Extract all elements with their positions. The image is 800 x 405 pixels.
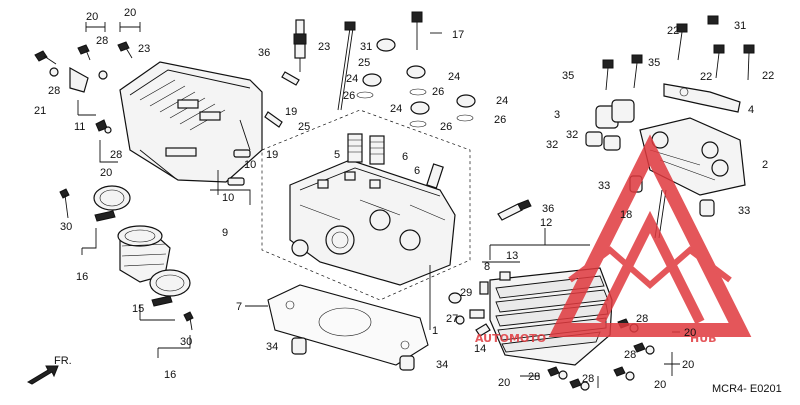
callout-label: 36 xyxy=(258,47,270,59)
watermark-brand-right: HUB xyxy=(690,332,717,345)
spark-plug-left xyxy=(293,19,307,72)
callout-label: 20 xyxy=(498,377,510,389)
watermark-brand-left: AUTOMOTO xyxy=(475,332,546,345)
rocker-arm xyxy=(663,83,741,113)
callout-label: 30 xyxy=(60,221,72,233)
callout-label: 2 xyxy=(762,159,768,171)
callout-label: 29 xyxy=(460,287,472,299)
callout-labels: 20 20 28 23 28 21 11 28 20 30 16 15 30 1… xyxy=(34,7,782,395)
callout-label: 22 xyxy=(667,25,679,37)
callout-label: 20 xyxy=(684,327,696,339)
callout-label: 14 xyxy=(474,343,486,355)
callout-label: 6 xyxy=(402,151,408,163)
callout-label: 24 xyxy=(390,103,402,115)
callout-label: 6 xyxy=(414,165,420,177)
callout-label: 31 xyxy=(734,20,746,32)
head-gasket xyxy=(245,284,429,366)
callout-label: 4 xyxy=(748,104,754,116)
cover-bolts-group xyxy=(34,41,133,134)
callout-label: 26 xyxy=(440,121,452,133)
callout-label: 16 xyxy=(76,271,88,283)
callout-label: 19 xyxy=(266,149,278,161)
callout-label: 33 xyxy=(738,205,750,217)
callout-label: 28 xyxy=(636,313,648,325)
cylinder-head-cover xyxy=(119,61,263,183)
callout-label: 13 xyxy=(506,250,518,262)
callout-label: 28 xyxy=(48,85,60,97)
diagram-code: MCR4- E0201 xyxy=(712,383,782,395)
callout-label: 34 xyxy=(266,341,278,353)
callout-label: 22 xyxy=(700,71,712,83)
callout-label: 25 xyxy=(358,57,370,69)
callout-label: 35 xyxy=(648,57,660,69)
stud-bolt-long xyxy=(337,21,356,111)
callout-label: 20 xyxy=(124,7,136,19)
callout-label: 5 xyxy=(334,149,340,161)
callout-label: 26 xyxy=(343,90,355,102)
small-plugs xyxy=(227,71,300,186)
collars xyxy=(585,99,715,217)
callout-label: 20 xyxy=(86,11,98,23)
callout-label: 16 xyxy=(164,369,176,381)
callout-label: 8 xyxy=(484,261,490,273)
callout-label: 25 xyxy=(298,121,310,133)
callout-label: 28 xyxy=(528,371,540,383)
callout-label: 30 xyxy=(180,336,192,348)
spark-plug-right xyxy=(497,199,532,221)
direction-label: FR. xyxy=(54,355,72,367)
small-parts-bottom-right xyxy=(448,271,511,337)
callout-label: 32 xyxy=(546,139,558,151)
callout-label: 28 xyxy=(582,373,594,385)
callout-label: 7 xyxy=(236,301,242,313)
callout-label: 34 xyxy=(436,359,448,371)
callout-label: 26 xyxy=(494,114,506,126)
watermark: AUTOMOTO HUB xyxy=(475,134,752,345)
callout-label: 10 xyxy=(222,192,234,204)
callout-label: 36 xyxy=(542,203,554,215)
callout-label: 24 xyxy=(448,71,460,83)
callout-label: 27 xyxy=(446,313,458,325)
callout-label: 28 xyxy=(624,349,636,361)
callout-label: 35 xyxy=(562,70,574,82)
intake-pipe xyxy=(117,225,171,283)
intake-clamp-lower xyxy=(139,269,191,358)
callout-label: 28 xyxy=(96,35,108,47)
callout-label: 9 xyxy=(222,227,228,239)
callout-label: 26 xyxy=(432,86,444,98)
callout-label: 18 xyxy=(620,209,632,221)
callout-label: 12 xyxy=(540,217,552,229)
callout-label: 22 xyxy=(762,70,774,82)
front-direction-arrow xyxy=(26,365,59,385)
callout-label: 11 xyxy=(74,121,85,133)
callout-label: 15 xyxy=(132,303,144,315)
rocker-bolts xyxy=(602,15,755,239)
callout-label: 19 xyxy=(285,106,297,118)
screw-left xyxy=(59,188,194,331)
cylinder-head xyxy=(261,109,471,330)
callout-label: 28 xyxy=(110,149,122,161)
callout-label: 10 xyxy=(244,159,256,171)
callout-label: 24 xyxy=(346,73,358,85)
callout-label: 3 xyxy=(554,109,560,121)
callout-label: 20 xyxy=(682,359,694,371)
callout-label: 32 xyxy=(566,129,578,141)
valve-springs xyxy=(347,133,444,189)
callout-label: 1 xyxy=(432,325,438,337)
head-nuts xyxy=(356,11,476,128)
callout-label: 21 xyxy=(34,105,46,117)
callout-label: 20 xyxy=(100,167,112,179)
callout-label: 20 xyxy=(654,379,666,391)
intake-clamp-upper xyxy=(81,185,131,255)
callout-label: 24 xyxy=(496,95,508,107)
callout-label: 33 xyxy=(598,180,610,192)
callout-label: 31 xyxy=(360,41,372,53)
dowel-pins xyxy=(291,337,415,371)
callout-label: 17 xyxy=(452,29,464,41)
left-leader-lines xyxy=(77,22,251,205)
callout-label: 23 xyxy=(138,43,150,55)
callout-label: 23 xyxy=(318,41,330,53)
